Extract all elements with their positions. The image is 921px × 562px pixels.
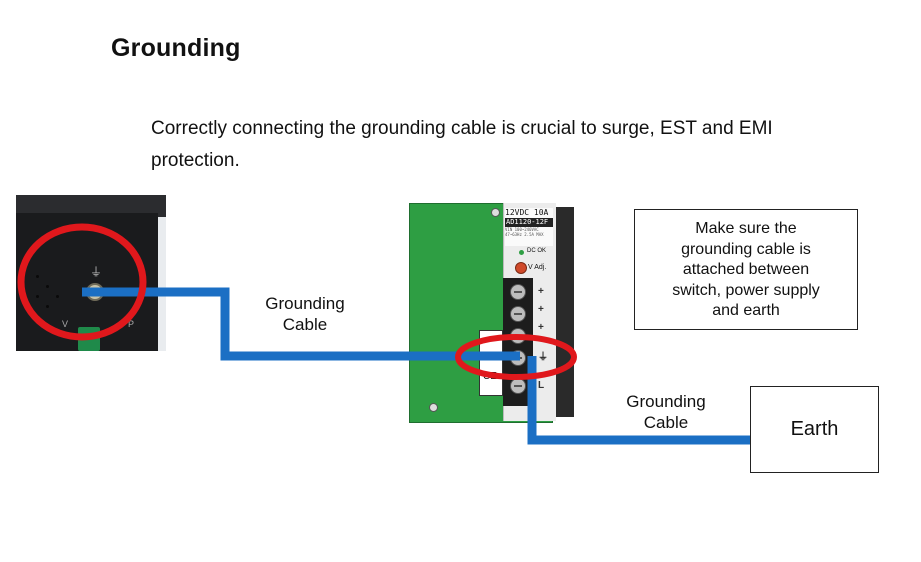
terminal-mark: +: [538, 286, 544, 297]
power-supply-spec-1: VIN 100~240VAC: [505, 227, 539, 232]
grounding-note-box: Make sure the grounding cable is attache…: [634, 209, 858, 330]
switch-ground-highlight-ring: [17, 223, 147, 341]
voltage-adjust-label: V Adj.: [528, 264, 547, 271]
note-line: attached between: [682, 261, 810, 278]
terminal-screw: [510, 306, 526, 322]
earth-box: Earth: [750, 386, 879, 473]
earth-label: Earth: [790, 418, 839, 440]
terminal-mark: +: [538, 322, 544, 333]
vent-hole: [56, 295, 59, 298]
label-line: Cable: [643, 413, 689, 432]
terminal-screw: [510, 284, 526, 300]
switch-p-mark: P: [128, 319, 135, 329]
vent-hole: [36, 295, 39, 298]
note-line: and earth: [712, 302, 780, 319]
terminal-mark: L: [538, 380, 545, 391]
grounding-cable-switch-to-psu: [82, 287, 520, 361]
grounding-cable-label-earth: Grounding Cable: [617, 391, 715, 433]
terminal-mark: +: [538, 304, 544, 315]
power-supply-model-code: AD1120-12F: [505, 218, 553, 227]
label-line: Grounding: [626, 392, 706, 411]
power-supply-mount-screw: [491, 208, 500, 217]
page-title: Grounding: [111, 34, 241, 62]
power-supply-spec-2: 47~63Hz 2.5A MAX: [505, 232, 544, 237]
switch-din-rail: [16, 195, 166, 217]
note-line: switch, power supply: [672, 281, 820, 299]
switch-photo: ⏚ V P: [16, 195, 166, 351]
terminal-mark-ground: ⏚: [538, 352, 548, 363]
power-supply-label: 12VDC 10A AD1120-12F VIN 100~240VAC 47~6…: [505, 208, 553, 246]
vent-hole: [46, 305, 49, 308]
grounding-cable-label-switch: Grounding Cable: [256, 293, 354, 335]
voltage-adjust-knob: [515, 262, 527, 274]
psu-ground-highlight-ring: [455, 334, 577, 380]
switch-v-mark: V: [62, 319, 69, 329]
intro-paragraph: Correctly connecting the grounding cable…: [151, 118, 773, 171]
dc-ok-label: DC OK: [527, 248, 547, 254]
note-line: Make sure the: [695, 220, 797, 237]
dc-ok-led-icon: [519, 250, 524, 255]
vent-hole: [46, 285, 49, 288]
power-supply-mount-screw: [429, 403, 438, 412]
switch-ground-symbol: ⏚: [90, 265, 103, 279]
power-supply-model-line: 12VDC 10A: [505, 208, 549, 217]
label-line: Grounding: [265, 294, 345, 313]
note-line: grounding cable is: [681, 240, 811, 258]
label-line: Cable: [282, 315, 328, 334]
vent-hole: [36, 275, 39, 278]
grounding-cable-psu-to-earth: [527, 356, 750, 445]
